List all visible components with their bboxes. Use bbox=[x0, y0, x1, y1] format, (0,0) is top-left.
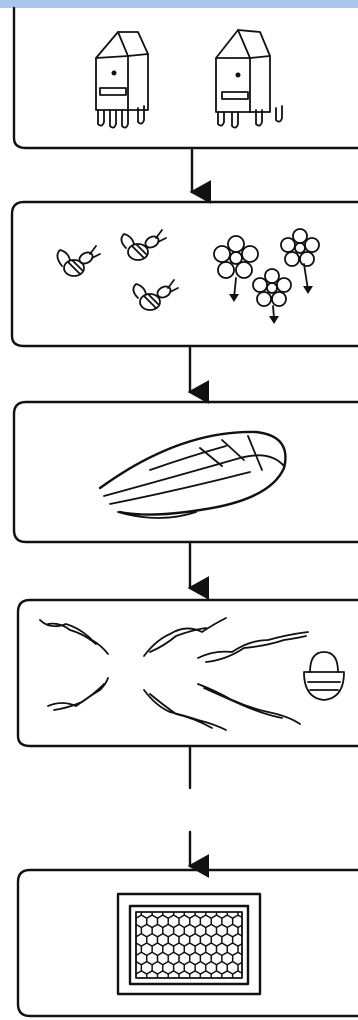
bee-icon bbox=[57, 246, 100, 276]
basket-icon bbox=[304, 652, 344, 700]
honeycomb-frame-icon bbox=[118, 894, 260, 994]
honeycomb-cells bbox=[131, 906, 255, 984]
flower-icon bbox=[214, 236, 258, 302]
beehive-icon bbox=[216, 30, 282, 128]
flower-icon bbox=[253, 269, 291, 324]
beehive-icon bbox=[96, 32, 148, 128]
stage-4-panel bbox=[18, 600, 358, 746]
stage-1-panel bbox=[14, 8, 358, 148]
flight-paths bbox=[40, 618, 308, 730]
bee-icon bbox=[133, 280, 178, 310]
stage-3-panel bbox=[14, 402, 358, 542]
wing-icon bbox=[100, 432, 285, 518]
flower-icon bbox=[281, 229, 319, 294]
bee-icon bbox=[121, 230, 166, 260]
